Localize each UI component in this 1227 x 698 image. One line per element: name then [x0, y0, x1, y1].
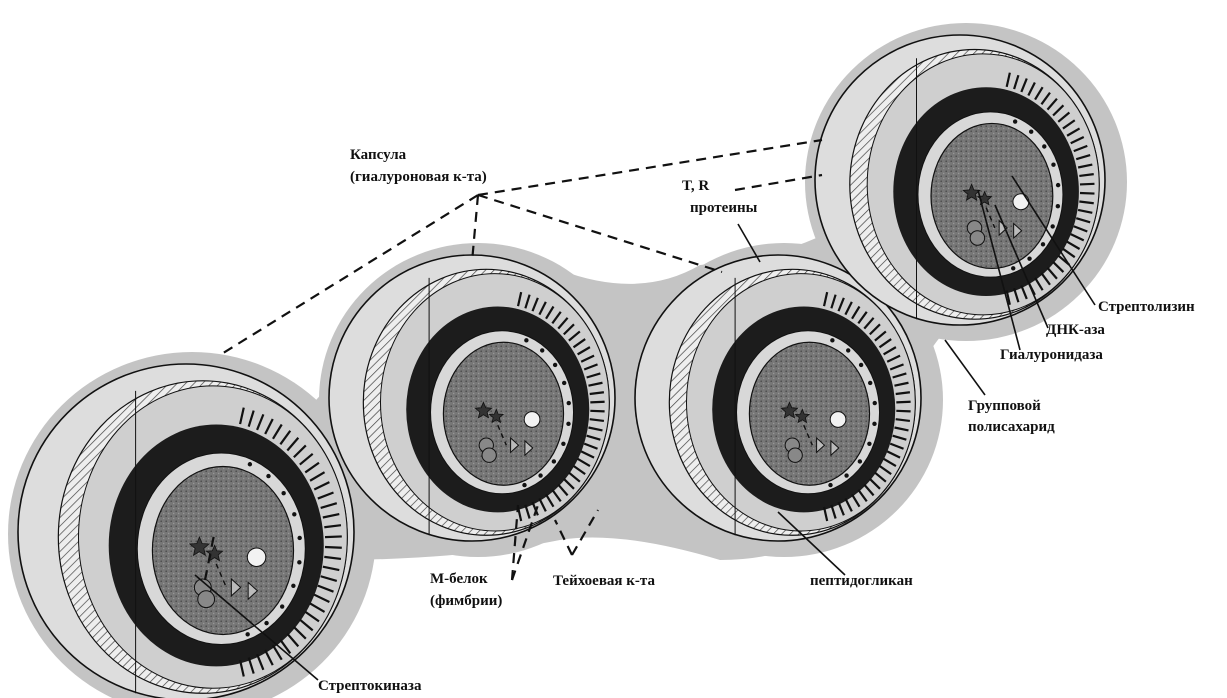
teichoic-dot: [858, 459, 862, 463]
teichoic-dot: [1042, 144, 1046, 148]
fimbria: [590, 411, 604, 412]
teichoic-dot: [524, 338, 528, 342]
teichoic-dot: [245, 632, 249, 636]
tr-proteins-label-line1: T, R: [682, 178, 709, 194]
teichoic-dot: [562, 381, 566, 385]
teichoic-dot: [566, 422, 570, 426]
peptidoglycan-label: пептидогликан: [810, 573, 913, 589]
hyaluronidase-label: Гиалуронидаза: [1000, 347, 1103, 363]
teichoic-dot: [844, 473, 848, 477]
streptolysin-circle: [830, 412, 846, 428]
teichoic-dot: [1027, 256, 1031, 260]
teichoic-dot: [830, 338, 834, 342]
dnase-circle: [482, 448, 496, 462]
group-polysaccharide-label-line2: полисахарид: [968, 419, 1055, 435]
streptolysin-circle: [1013, 194, 1029, 210]
coccus-cell: [815, 35, 1105, 325]
teichoic-dot: [248, 462, 252, 466]
teichoic-dot: [1041, 242, 1045, 246]
cytoplasm: [152, 466, 293, 634]
teichoic-dot: [281, 491, 285, 495]
fimbria: [1080, 184, 1094, 185]
teichoic-dot: [1029, 130, 1033, 134]
teichoic-dot: [552, 459, 556, 463]
teichoic-dot: [1013, 119, 1017, 123]
teichoic-dot: [292, 512, 296, 516]
capsule-label-line1: Капсула: [350, 147, 407, 163]
teichoic-dot: [1051, 163, 1055, 167]
group-polysaccharide-label-line1: Групповой: [968, 398, 1041, 414]
group-polysaccharide-leader: [945, 340, 985, 395]
fimbria: [1080, 193, 1094, 194]
teichoic-dot: [1011, 266, 1015, 270]
m-protein-label-line2: (фимбрии): [430, 593, 502, 609]
tr-proteins-label-line2: протеины: [690, 200, 758, 216]
teichoic-dot: [553, 363, 557, 367]
dnase-circle: [788, 448, 802, 462]
fimbria: [896, 402, 910, 403]
dnase-circle: [970, 231, 985, 246]
teichoic-dot: [846, 348, 850, 352]
teichoic-dot: [872, 422, 876, 426]
streptolysin-label: Стрептолизин: [1098, 299, 1195, 315]
teichoic-dot: [1050, 224, 1054, 228]
teichoic-dot: [867, 442, 871, 446]
teichoic-dot: [266, 474, 270, 478]
m-protein-label-line1: М-белок: [430, 571, 488, 587]
teichoic-dot: [561, 442, 565, 446]
teichoic-dot: [540, 348, 544, 352]
teichoic-dot: [264, 621, 268, 625]
cytoplasm: [749, 342, 869, 485]
teichoic-dot: [1056, 204, 1060, 208]
cell-section: [850, 50, 1099, 320]
teichoic-dot: [522, 483, 526, 487]
dnase-circle: [198, 591, 215, 608]
capsule-leader-4: [478, 140, 822, 195]
streptokinase-label: Стрептокиназа: [318, 678, 422, 694]
cell-section: [669, 269, 915, 535]
cytoplasm: [443, 342, 563, 485]
teichoic-dot: [297, 560, 301, 564]
streptolysin-circle: [247, 548, 265, 566]
coccus-cell: [329, 255, 615, 541]
teichoic-dot: [280, 604, 284, 608]
dnase-label: ДНК-аза: [1046, 322, 1105, 338]
bacterial-cells: [18, 35, 1105, 698]
fimbria: [896, 411, 910, 412]
teichoic-dot: [828, 483, 832, 487]
teichoic-dot: [297, 536, 301, 540]
teichoic-dot: [291, 584, 295, 588]
cell-section: [363, 269, 609, 535]
teichoic-dot: [873, 401, 877, 405]
coccus-cell: [18, 364, 354, 698]
streptolysin-circle: [524, 412, 540, 428]
teichoic-dot: [859, 363, 863, 367]
teichoic-dot: [567, 401, 571, 405]
cell-section: [58, 381, 347, 693]
teichoic-acid-label: Тейхоевая к-та: [553, 573, 655, 589]
teichoic-dot: [538, 473, 542, 477]
fimbria: [325, 547, 342, 548]
fimbria: [325, 536, 342, 537]
teichoic-dot: [1056, 183, 1060, 187]
capsule-label-line2: (гиалуроновая к-та): [350, 169, 487, 185]
teichoic-dot: [868, 381, 872, 385]
fimbria: [590, 402, 604, 403]
cytoplasm: [931, 123, 1053, 268]
